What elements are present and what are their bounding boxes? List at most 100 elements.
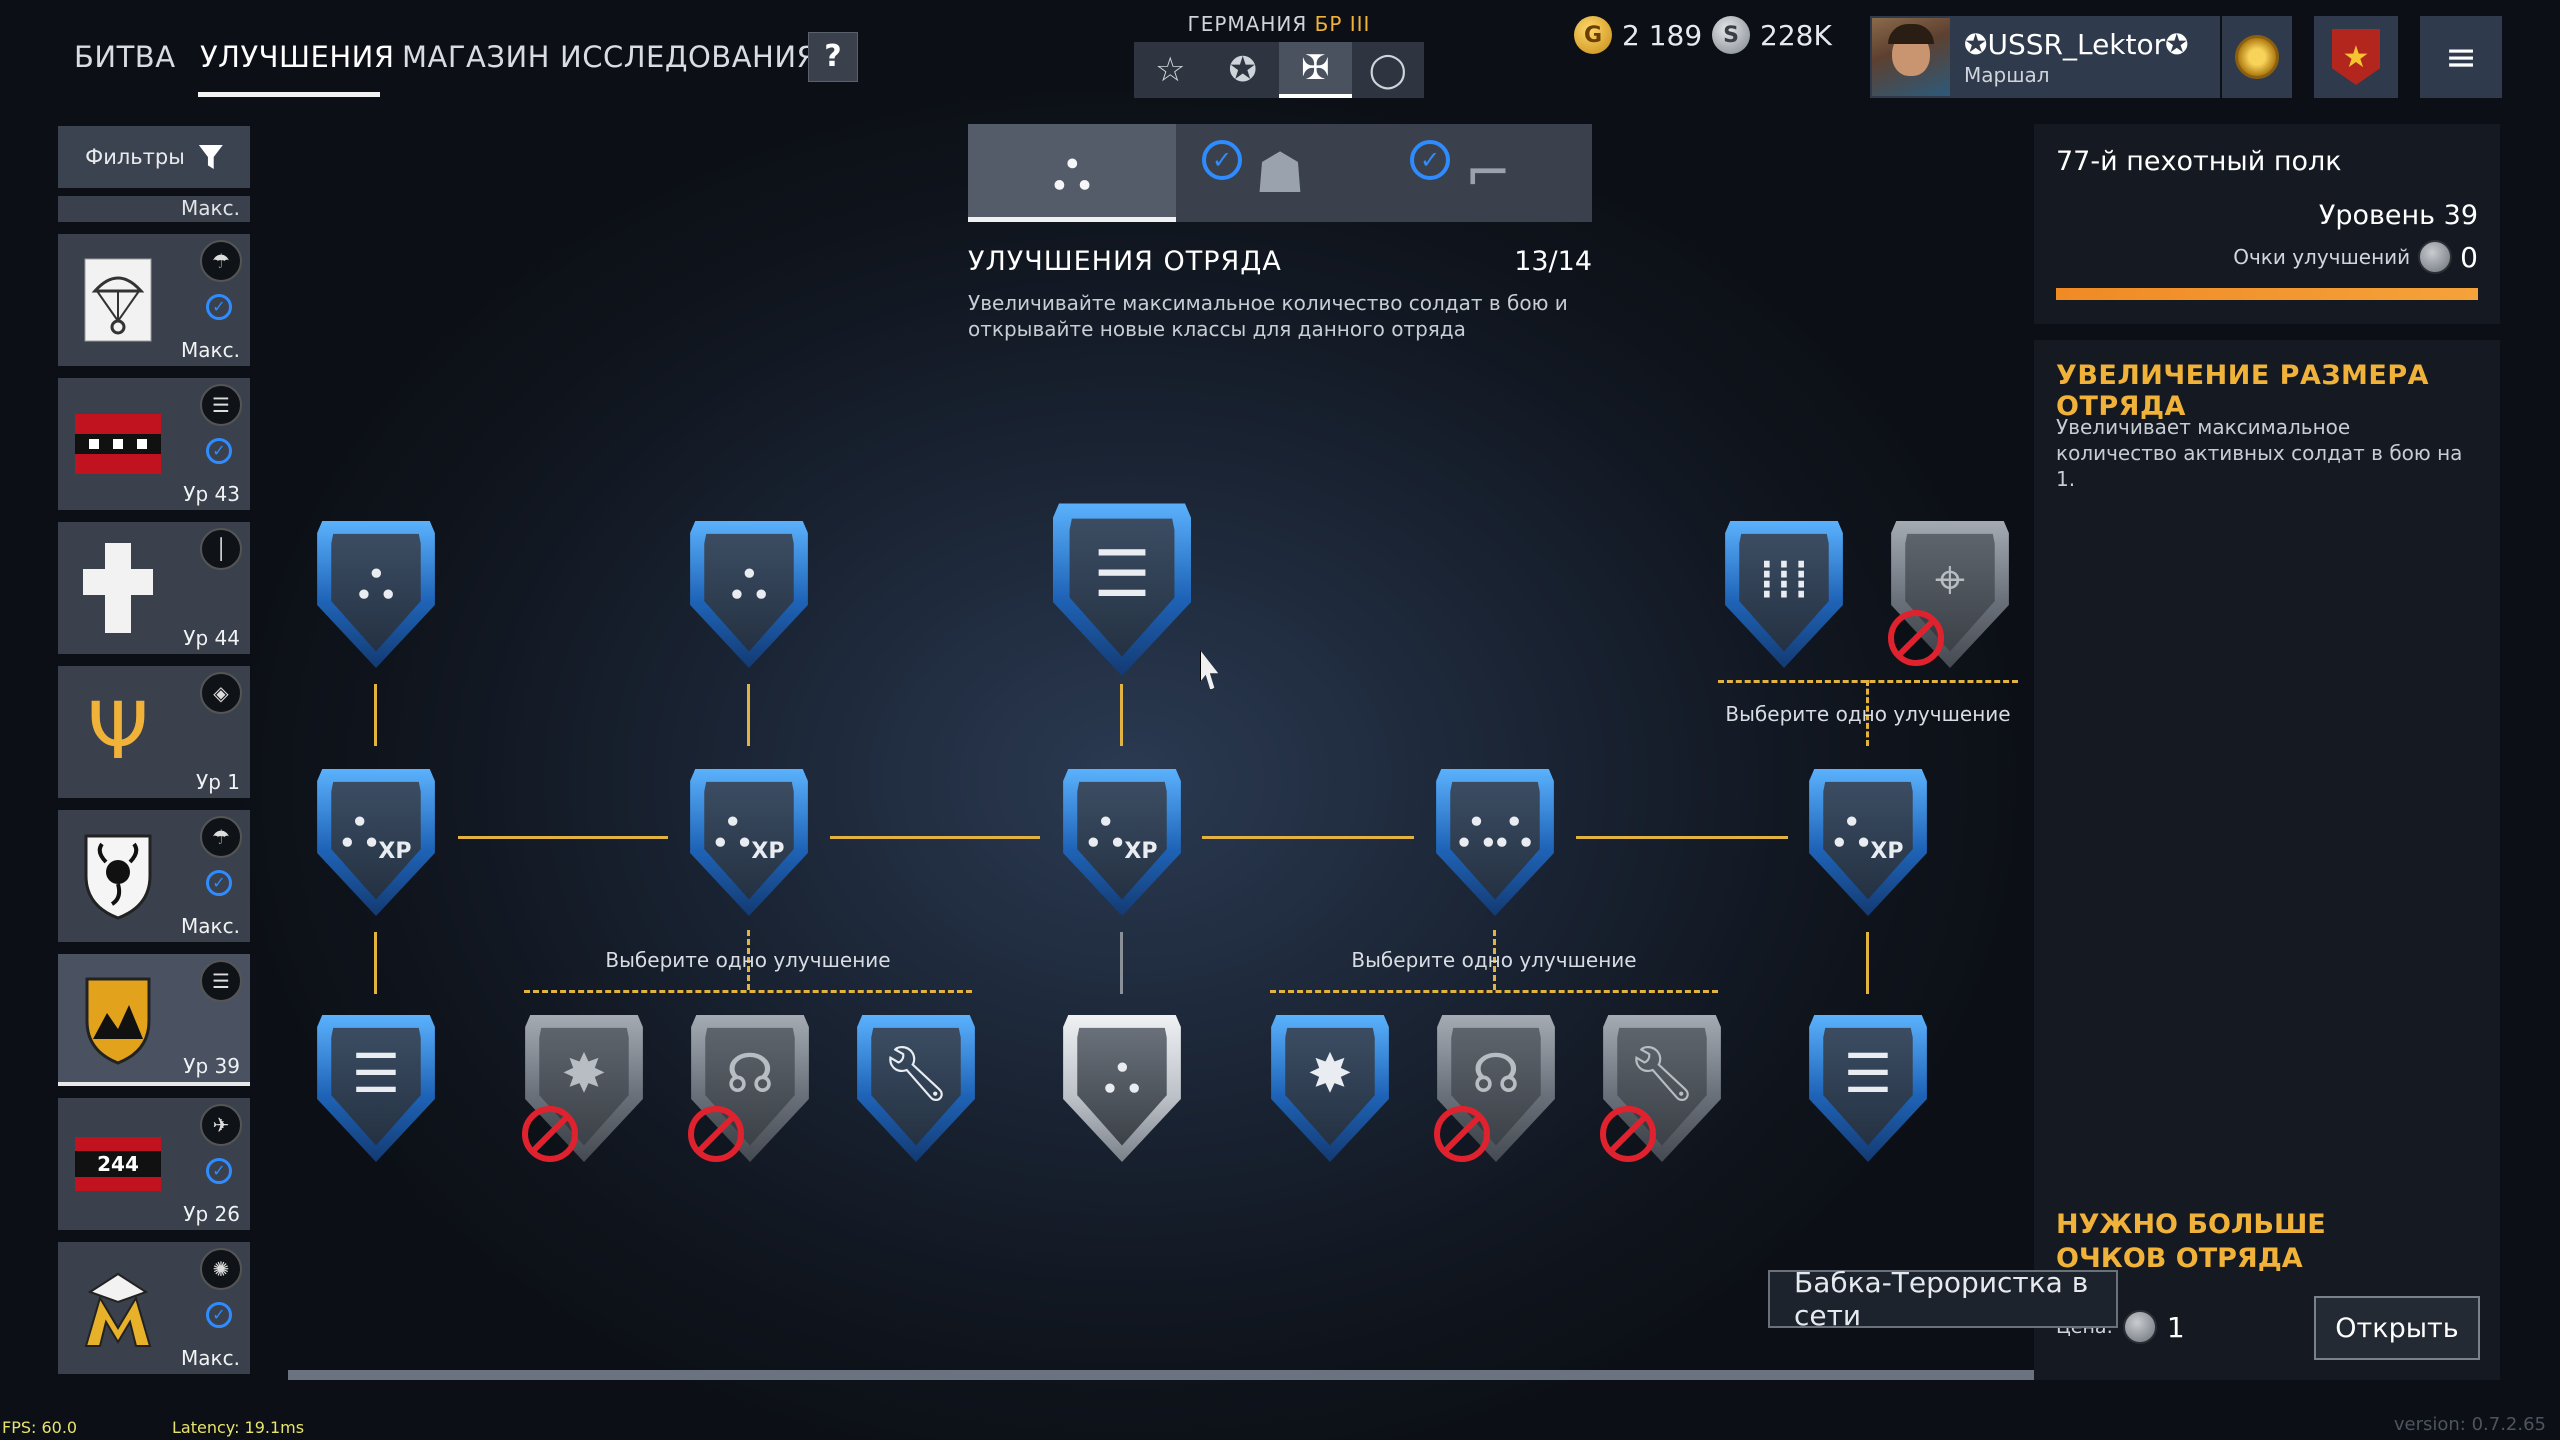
medal-button[interactable] <box>2222 16 2292 98</box>
upgrade-node-squad-available[interactable]: ⛬ <box>1058 1012 1186 1162</box>
list-icon: ☰ <box>351 1042 401 1105</box>
upgrade-point-icon <box>2418 240 2453 274</box>
squad-card[interactable]: Ψ ◈ Ур 1 <box>58 666 250 798</box>
tree-link <box>1202 836 1414 839</box>
gold-coin-icon: G <box>1574 16 1612 54</box>
silver-coin-icon: S <box>1712 16 1750 54</box>
locked-icon <box>522 1106 578 1162</box>
need-more-points: НУЖНО БОЛЬШЕ ОЧКОВ ОТРЯДА <box>2056 1209 2326 1274</box>
upgrade-node-xp[interactable]: ⛬XP <box>312 766 440 916</box>
plane-class-icon: ✈ <box>200 1104 242 1146</box>
list-class-icon: ☰ <box>200 384 242 426</box>
squad-card-partial[interactable]: Макс. <box>58 196 250 222</box>
tree-link <box>374 684 377 746</box>
squad-card[interactable]: ☰ ✓ Ур 43 <box>58 378 250 510</box>
silver-balance[interactable]: S 228K <box>1712 16 1832 54</box>
upgrade-node-engineer[interactable]: 🔧︎ <box>1598 1012 1726 1162</box>
upgrades-title: УЛУЧШЕНИЯ ОТРЯДА <box>968 246 1282 277</box>
open-button[interactable]: Открыть <box>2314 1296 2480 1360</box>
squad-xp-icon: ⛬XP <box>1086 796 1158 864</box>
tab-squad-upgrades[interactable]: ⛬ <box>968 124 1176 222</box>
nav-battle[interactable]: БИТВА <box>74 40 176 74</box>
squad-emblem <box>70 972 166 1068</box>
check-icon: ✓ <box>206 1302 232 1328</box>
faction-ring-icon[interactable]: ◯ <box>1368 50 1407 90</box>
list-icon: ☰ <box>1093 538 1151 612</box>
choice-link <box>747 930 750 990</box>
faction-star-icon[interactable]: ☆ <box>1155 50 1186 90</box>
upgrade-node-ammo[interactable]: ⁞⁞⁞ <box>1720 518 1848 668</box>
squad-card[interactable]: │ Ур 44 <box>58 522 250 654</box>
upgrade-node-xp[interactable]: ⛬XP <box>1058 766 1186 916</box>
soldier-icon: ☗ <box>1254 140 1306 206</box>
squad-xp-icon: ⛬XP <box>713 796 785 864</box>
squad-emblem: 244 <box>70 1116 166 1212</box>
scrollbar-thumb[interactable] <box>288 1370 2034 1380</box>
upgrade-node-engineer[interactable]: 🔧︎ <box>852 1012 980 1162</box>
menu-button[interactable]: ≡ <box>2420 16 2502 98</box>
upgrade-node-squad-size[interactable]: ☰ <box>1047 500 1197 676</box>
funnel-icon <box>198 145 223 169</box>
upgrade-node-list[interactable]: ☰ <box>1804 1012 1932 1162</box>
medal-icon <box>2235 35 2279 79</box>
faction-balkenkreuz-icon[interactable]: ✠ <box>1279 42 1352 98</box>
upgrade-node-list[interactable]: ☰ <box>312 1012 440 1162</box>
choice-group-line <box>1270 990 1718 993</box>
gold-balance[interactable]: G 2 189 <box>1574 16 1702 54</box>
squad-card[interactable]: 244 ✈ ✓ Ур 26 <box>58 1098 250 1230</box>
squad-xp-icon: ⛬XP <box>1832 796 1904 864</box>
upgrade-node-explosion[interactable]: ✸ <box>1266 1012 1394 1162</box>
tree-link <box>458 836 668 839</box>
crosshair-icon: ⌖ <box>1934 548 1966 611</box>
upgrade-point-icon <box>2122 1310 2157 1344</box>
squad-card[interactable]: ☂ ✓ Макс. <box>58 234 250 366</box>
list-class-icon: ☰ <box>200 960 242 1002</box>
check-icon: ✓ <box>1202 140 1242 180</box>
squad-card[interactable]: ☂ ✓ Макс. <box>58 810 250 942</box>
version-label: version: 0.7.2.65 <box>2393 1414 2546 1435</box>
tree-link <box>1120 932 1123 994</box>
upgrade-node-squad[interactable]: ⛬ <box>312 518 440 668</box>
choose-one-label: Выберите одно улучшение <box>605 948 891 972</box>
squad-emblem <box>70 540 166 636</box>
fps-counter: FPS: 60.0 <box>2 1418 78 1437</box>
check-icon: ✓ <box>206 438 232 464</box>
squad-emblem: Ψ <box>87 687 149 777</box>
locked-icon <box>688 1106 744 1162</box>
choice-group-line <box>524 990 972 993</box>
squad-emblem <box>70 396 166 492</box>
nav-shop[interactable]: МАГАЗИН <box>402 40 550 74</box>
upgrade-node-xp[interactable]: ⛬XP <box>685 766 813 916</box>
nav-research[interactable]: ИССЛЕДОВАНИЯ <box>560 40 818 74</box>
squad-level: Макс. <box>181 196 240 220</box>
profile-card[interactable]: ✪USSR_Lektor✪ Маршал <box>1870 16 2220 98</box>
squad-emblem <box>70 828 166 924</box>
filters-button[interactable]: Фильтры <box>58 126 250 188</box>
player-name: ✪USSR_Lektor✪ <box>1964 27 2189 61</box>
squad-card[interactable]: ✺ ✓ Макс. <box>58 1242 250 1374</box>
squad-xp-icon: ⛬XP <box>340 796 412 864</box>
tab-soldier-upgrades[interactable]: ✓ ☗ <box>1176 124 1384 222</box>
nav-upgrades[interactable]: УЛУЧШЕНИЯ <box>200 40 395 74</box>
choice-link <box>1866 680 1869 746</box>
squad-card-selected[interactable]: ☰ Ур 39 <box>58 954 250 1086</box>
upgrades-description: Увеличивайте максимальное количество сол… <box>968 291 1568 341</box>
detail-title: УВЕЛИЧЕНИЕ РАЗМЕРА ОТРЯДА <box>2056 360 2430 422</box>
squad-emblem <box>70 1260 166 1356</box>
squad-level: Ур 43 <box>183 482 240 506</box>
mouse-cursor-icon <box>1200 650 1219 690</box>
upgrade-node-squad-large[interactable]: ⛬⛬ <box>1431 766 1559 916</box>
locked-icon <box>1888 610 1944 666</box>
tree-link <box>1576 836 1788 839</box>
rank-badge-button[interactable]: ★ <box>2314 16 2398 98</box>
upgrade-node-radio[interactable]: ☊ <box>1432 1012 1560 1162</box>
help-button[interactable]: ? <box>808 32 858 82</box>
weapon-icon: ⌐ <box>1464 140 1512 206</box>
faction-star-circle-icon[interactable]: ✪ <box>1228 50 1258 90</box>
upgrade-node-xp[interactable]: ⛬XP <box>1804 766 1932 916</box>
tab-weapon-upgrades[interactable]: ✓ ⌐ <box>1384 124 1592 222</box>
check-icon: ✓ <box>206 870 232 896</box>
price-value: 1 <box>2166 1310 2185 1344</box>
upgrade-node-squad[interactable]: ⛬ <box>685 518 813 668</box>
locked-icon <box>1434 1106 1490 1162</box>
